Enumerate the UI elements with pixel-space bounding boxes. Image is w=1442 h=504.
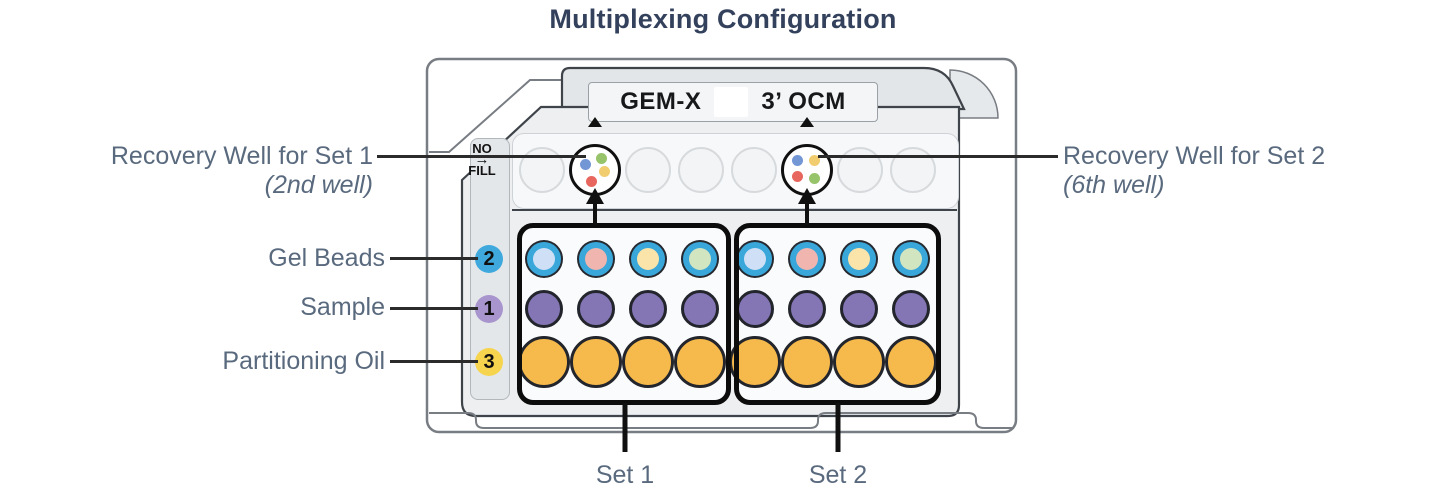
set1-sample-well-4: [681, 290, 719, 328]
set2-box-outline: [734, 223, 941, 405]
set1-sample-well-2: [577, 290, 615, 328]
leader-line-recovery-set1: [377, 155, 586, 158]
partitioning-oil-label: Partitioning Oil: [222, 347, 385, 375]
set1-green-dot: [596, 153, 607, 164]
no-fill-line2: FILL: [468, 163, 496, 178]
set1-sample-well-1: [525, 290, 563, 328]
set1-gel-bead-well-2: [585, 248, 607, 270]
set1-oil-well-1: [518, 336, 570, 388]
recovery-set2-label-line1: Recovery Well for Set 2: [1063, 142, 1326, 170]
page-title: Multiplexing Configuration: [549, 4, 897, 34]
set1-label: Set 1: [595, 461, 655, 489]
set1-yellow-dot: [599, 166, 610, 177]
badge-2: 2: [475, 245, 503, 273]
recovery-well-4: [678, 147, 724, 193]
leader-line-sample: [390, 307, 478, 310]
no-fill-label: NO → FILL: [461, 142, 503, 177]
set2-gel-bead-well-2: [796, 248, 818, 270]
set1-gel-bead-well-4: [689, 248, 711, 270]
cartridge-silhouette-step: [429, 79, 562, 153]
set2-blue-dot: [792, 155, 803, 166]
chip-plate-blank-slot: [714, 87, 749, 117]
recovery-well-1: [519, 147, 565, 193]
chip-model-plate: GEM-X 3’ OCM: [588, 82, 878, 122]
leader-line-gel-beads: [390, 257, 478, 260]
cartridge-seat-profile: [429, 412, 1014, 429]
sample-label: Sample: [300, 293, 385, 321]
chip-model-left-label: GEM-X: [620, 88, 702, 115]
set2-gel-bead-well-4: [900, 248, 922, 270]
recovery-well-5: [731, 147, 777, 193]
badge-1: 1: [475, 295, 503, 323]
recovery-well-8: [890, 147, 936, 193]
set2-gel-bead-well-3: [848, 248, 870, 270]
set2-label: Set 2: [808, 461, 868, 489]
recovery-set2-label-line2: (6th well): [1063, 171, 1165, 199]
set2-oil-well-3: [833, 336, 885, 388]
recovery-well-3: [625, 147, 671, 193]
set2-yellow-dot: [809, 155, 820, 166]
recovery-well-6-highlighted: [781, 144, 833, 196]
recovery-set1-label: Recovery Well for Set 1 (2nd well): [111, 142, 373, 200]
set1-box-outline: [517, 223, 731, 405]
leader-line-partitioning-oil: [390, 360, 478, 363]
set2-gel-bead-well-1: [744, 248, 766, 270]
recovery-well-2-highlighted: [569, 144, 621, 196]
recovery-well-7: [837, 147, 883, 193]
gel-beads-label: Gel Beads: [268, 244, 385, 272]
set1-gel-bead-well-1: [533, 248, 555, 270]
set2-sample-well-3: [840, 290, 878, 328]
set2-green-dot: [809, 173, 820, 184]
set1-oil-well-2: [570, 336, 622, 388]
set2-oil-well-2: [781, 336, 833, 388]
set1-sample-well-3: [629, 290, 667, 328]
recovery-set2-label: Recovery Well for Set 2 (6th well): [1063, 142, 1325, 200]
badge-3: 3: [475, 348, 503, 376]
set2-sample-well-1: [736, 290, 774, 328]
recovery-set1-label-line2: (2nd well): [264, 171, 373, 199]
set1-oil-well-3: [622, 336, 674, 388]
set2-sample-well-4: [892, 290, 930, 328]
set1-red-dot: [586, 176, 597, 187]
leader-line-recovery-set2: [818, 155, 1058, 158]
no-fill-line1: NO: [472, 141, 492, 156]
recovery-set1-label-line1: Recovery Well for Set 1: [110, 142, 373, 170]
set1-oil-well-4: [674, 336, 726, 388]
set1-gel-bead-well-3: [637, 248, 659, 270]
set1-blue-dot: [580, 159, 591, 170]
set2-sample-well-2: [788, 290, 826, 328]
set2-oil-well-4: [885, 336, 937, 388]
set2-red-dot: [792, 171, 803, 182]
chip-model-right-label: 3’ OCM: [761, 88, 846, 115]
